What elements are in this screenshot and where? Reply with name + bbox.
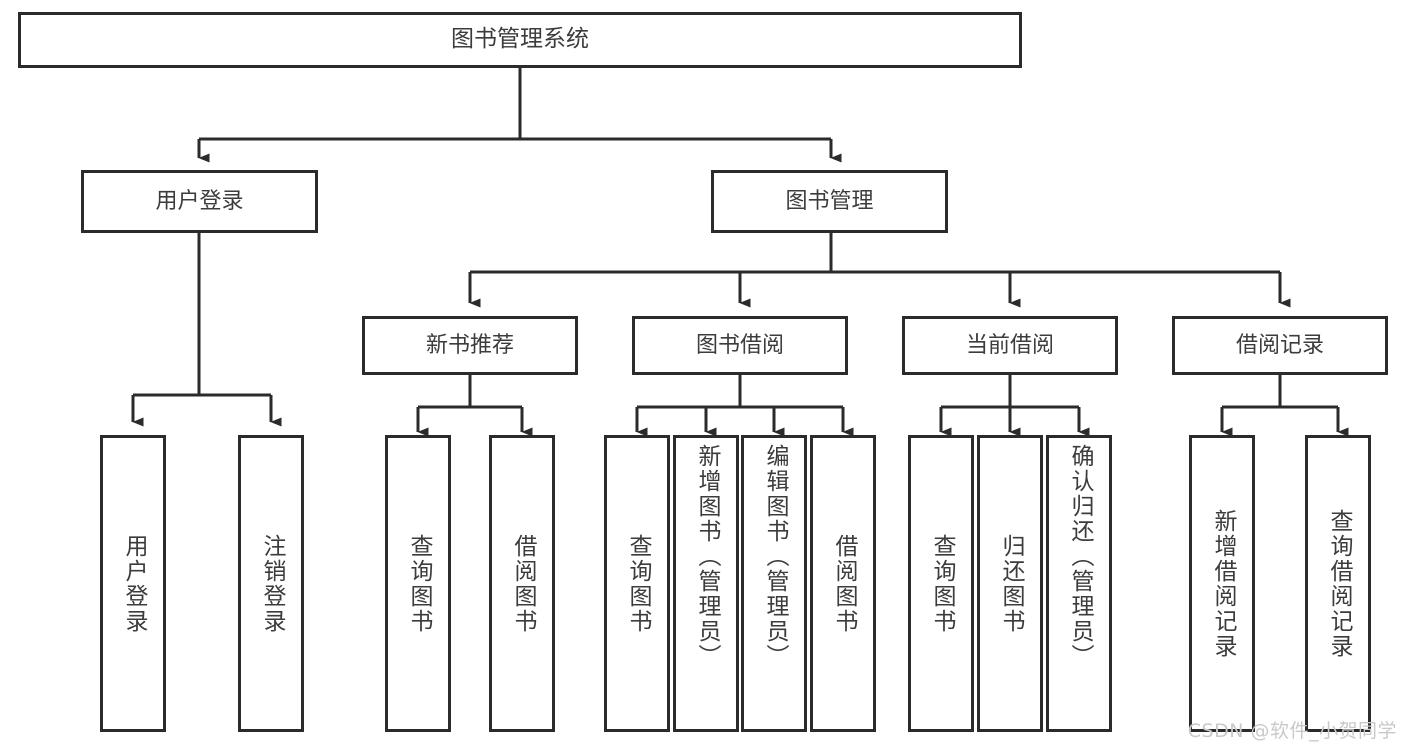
leaf-add-borrow-record[interactable]: 新增借阅记录 — [1189, 435, 1255, 732]
leaf-borrow-book[interactable]: 借阅图书 — [810, 435, 876, 732]
leaf-add-book-admin[interactable]: 新增图书（管理员） — [673, 435, 739, 732]
leaf-label: 借阅图书 — [830, 533, 857, 634]
node-label: 图书借阅 — [695, 332, 784, 358]
node-label: 借阅记录 — [1235, 332, 1324, 358]
leaf-label: 归还图书 — [997, 533, 1024, 634]
leaf-label: 借阅图书 — [509, 533, 536, 634]
node-root-system[interactable]: 图书管理系统 — [18, 12, 1022, 68]
leaf-label: 查询借阅记录 — [1325, 508, 1352, 659]
node-borrow-record[interactable]: 借阅记录 — [1172, 316, 1388, 375]
leaf-query-borrow-record[interactable]: 查询借阅记录 — [1305, 435, 1371, 732]
node-current-borrow[interactable]: 当前借阅 — [902, 316, 1118, 375]
leaf-label: 确认归还（管理员） — [1066, 444, 1093, 669]
leaf-label: 新增借阅记录 — [1209, 508, 1236, 659]
node-user-login[interactable]: 用户登录 — [81, 170, 318, 233]
node-label: 图书管理系统 — [451, 26, 589, 53]
leaf-label: 用户登录 — [120, 533, 147, 634]
leaf-query-book-new[interactable]: 查询图书 — [385, 435, 451, 732]
leaf-borrow-book-new[interactable]: 借阅图书 — [489, 435, 555, 732]
leaf-return-book[interactable]: 归还图书 — [977, 435, 1043, 732]
leaf-label: 查询图书 — [405, 533, 432, 634]
leaf-confirm-return-admin[interactable]: 确认归还（管理员） — [1046, 435, 1112, 732]
leaf-user-logout[interactable]: 注销登录 — [238, 435, 304, 732]
node-label: 用户登录 — [155, 188, 244, 214]
watermark-text: CSDN @软件_小贺同学 — [1187, 720, 1397, 742]
node-label: 当前借阅 — [965, 332, 1054, 358]
leaf-label: 查询图书 — [624, 533, 651, 634]
leaf-query-book-borrow[interactable]: 查询图书 — [604, 435, 670, 732]
leaf-label: 注销登录 — [258, 533, 285, 634]
leaf-label: 新增图书（管理员） — [693, 444, 720, 669]
node-book-borrow[interactable]: 图书借阅 — [632, 316, 848, 375]
node-book-management[interactable]: 图书管理 — [711, 170, 948, 233]
leaf-label: 查询图书 — [928, 533, 955, 634]
leaf-user-login[interactable]: 用户登录 — [100, 435, 166, 732]
leaf-query-book-current[interactable]: 查询图书 — [908, 435, 974, 732]
node-label: 图书管理 — [785, 188, 874, 214]
leaf-edit-book-admin[interactable]: 编辑图书（管理员） — [741, 435, 807, 732]
leaf-label: 编辑图书（管理员） — [761, 444, 788, 669]
node-label: 新书推荐 — [425, 332, 514, 358]
node-new-book-recommend[interactable]: 新书推荐 — [362, 316, 578, 375]
